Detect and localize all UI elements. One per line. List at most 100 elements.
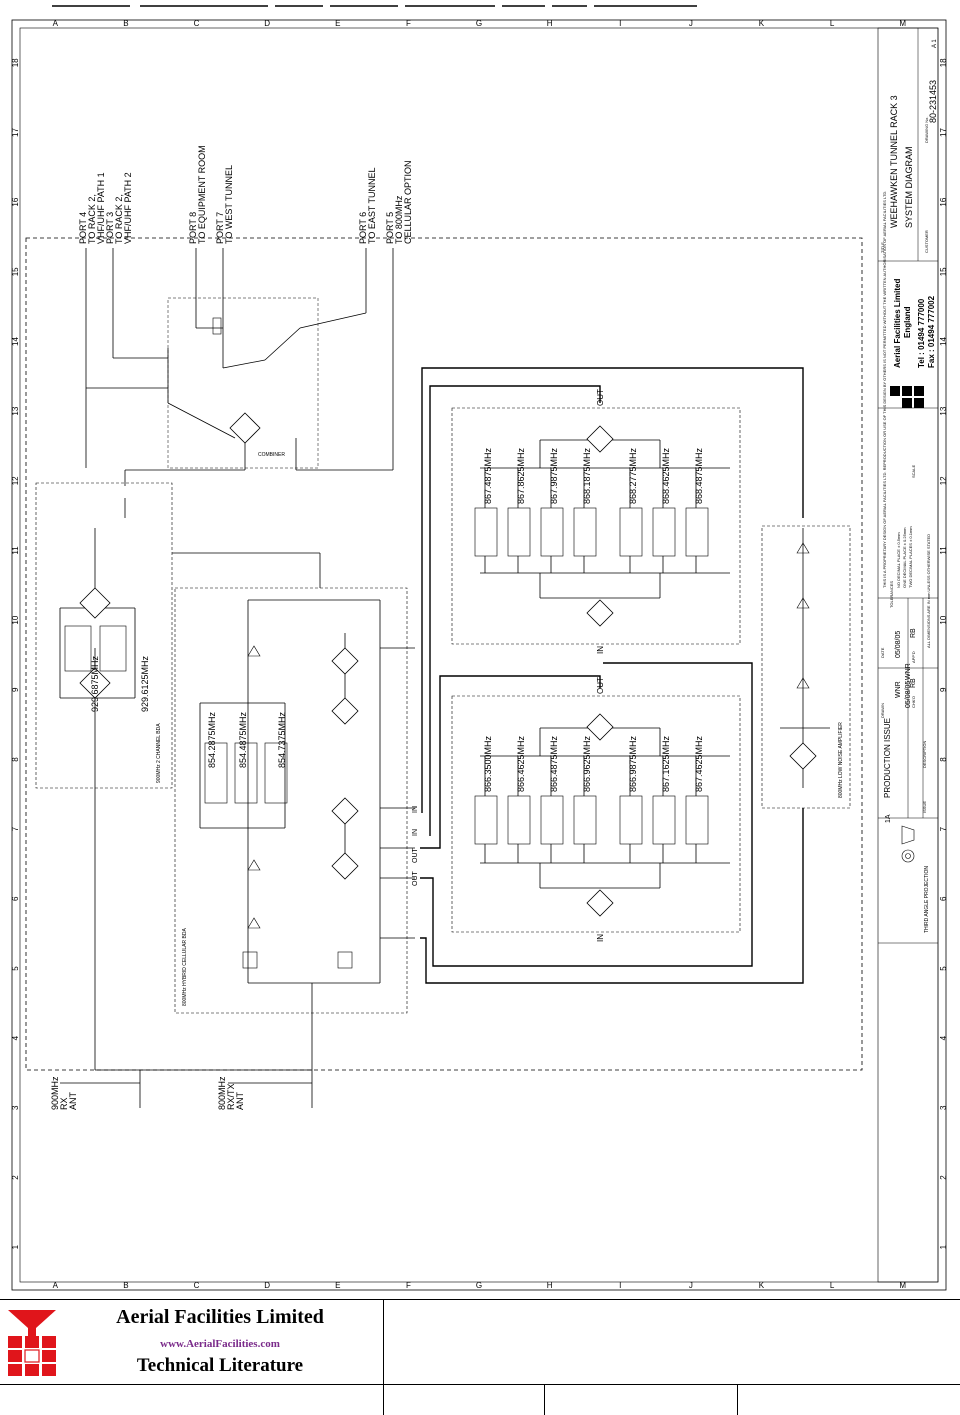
- grid-number: 7: [939, 826, 948, 831]
- ant900-ant: ANT: [68, 1091, 78, 1110]
- footer-company-name: Aerial Facilities Limited: [116, 1306, 324, 1328]
- channel-module: [573, 507, 597, 557]
- port5-option: CELLULAR OPTION: [403, 160, 413, 244]
- grid-number: 12: [11, 476, 20, 485]
- channel-module: [652, 795, 676, 845]
- port7-to: TO WEST TUNNEL: [224, 165, 234, 244]
- center-splitter-diamond: [331, 697, 359, 725]
- afl-logo-icon: [8, 1310, 56, 1376]
- grid-number: 18: [939, 58, 948, 67]
- chkd-value: RB: [910, 678, 917, 688]
- center-module-3: [264, 742, 288, 804]
- footer-url-link[interactable]: www.AerialFacilities.com: [160, 1338, 280, 1350]
- channel-frequency: 867.8625MHz: [516, 447, 526, 504]
- grid-letter: B: [123, 19, 128, 28]
- appd-label: APP'D: [911, 651, 916, 663]
- channel-frequency: 867.4625MHz: [694, 735, 704, 792]
- grid-number: 8: [939, 757, 948, 762]
- grid-letter: D: [264, 1281, 270, 1290]
- module-interconnects: [420, 367, 804, 984]
- channel-frequency: 868.4625MHz: [661, 447, 671, 504]
- grid-letter: M: [899, 19, 906, 28]
- channel-frequency: 868.2775MHz: [628, 447, 638, 504]
- left-bda-title: 900MHz 2 CHANNEL BDA: [156, 723, 162, 783]
- left-combiner-diamond: [79, 587, 111, 619]
- channel-module: [507, 507, 531, 557]
- center-bda-routing: [140, 599, 415, 1071]
- channel-module: [507, 795, 531, 845]
- grid-number: 6: [11, 896, 20, 901]
- issue-date: 05/08/05: [905, 681, 912, 708]
- grid-letter: E: [335, 19, 340, 28]
- center-combiner2-diamond: [331, 797, 359, 825]
- grid-number: 15: [11, 267, 20, 276]
- grid-number: 4: [939, 1035, 948, 1040]
- lower-in: IN: [596, 934, 605, 942]
- grid-number: 17: [939, 128, 948, 137]
- grid-number: 11: [11, 546, 20, 555]
- drawn-label: DRAWN: [880, 703, 885, 718]
- channel-module: [619, 795, 643, 845]
- tb-company: Aerial Facilities Limited: [893, 279, 902, 368]
- channel-module: [474, 795, 498, 845]
- ant800-ant: ANT: [235, 1091, 245, 1110]
- footer-cell-1: [0, 1385, 384, 1415]
- grid-number: 9: [11, 687, 20, 692]
- grid-letter: A: [53, 19, 59, 28]
- lower-module-routing: [480, 727, 730, 889]
- grid-number: 8: [11, 757, 20, 762]
- grid-letter: K: [759, 19, 765, 28]
- center-module-2: [234, 742, 258, 804]
- upper-out: OUT: [596, 389, 605, 406]
- footer-info-row: [0, 1384, 960, 1415]
- channel-module: [619, 507, 643, 557]
- grid-number: 12: [939, 476, 948, 485]
- channel-frequency: 866.4625MHz: [516, 735, 526, 792]
- tb-tel: Tel : 01494 777000: [917, 298, 926, 368]
- coupler-element: [212, 317, 222, 335]
- channel-frequency: 866.9875MHz: [628, 735, 638, 792]
- center-freq-2: 854.4875MHz: [238, 711, 248, 768]
- drawn-value: WNR: [895, 681, 902, 698]
- upper-splitter: [586, 599, 614, 627]
- logo-top: [8, 1310, 56, 1336]
- grid-number: 13: [939, 406, 948, 415]
- port4-label: PORT 4: [78, 212, 88, 244]
- left-module-b: [99, 625, 127, 672]
- grid-letter: H: [547, 19, 553, 28]
- channel-frequency: 867.4875MHz: [483, 447, 493, 504]
- left-900-bda: [35, 482, 173, 789]
- grid-letter: M: [899, 1281, 906, 1290]
- tolerances-2: ONE DECIMAL PLACE ± 0.25mm: [902, 527, 907, 588]
- date-value: 05/08/05: [895, 631, 902, 658]
- footer: Aerial Facilities Limited www.AerialFaci…: [0, 1299, 960, 1415]
- footer-cell-3: [545, 1385, 738, 1415]
- appd-value: RB: [910, 628, 917, 638]
- projection-circle-icon: [901, 849, 915, 863]
- grid-number: 16: [11, 197, 20, 206]
- antenna-feeds: [60, 1070, 313, 1108]
- grid-letter: G: [476, 1281, 482, 1290]
- copyright-text: THIS IS A PROPRIETARY DESIGN OF AERIAL F…: [882, 191, 887, 588]
- title-label: TITLE: [880, 242, 885, 253]
- port8-label: PORT 8: [188, 212, 198, 244]
- port7-label: PORT 7: [215, 212, 225, 244]
- grid-number: 7: [11, 826, 20, 831]
- left-freq-2: 929.6125MHz: [140, 655, 150, 712]
- combiner-label: COMBINER: [258, 452, 285, 458]
- port4-to: TO RACK 2,: [87, 194, 97, 244]
- amp-pa-2: [247, 917, 261, 929]
- top-strip: [0, 0, 960, 8]
- channel-frequency: 866.3500MHz: [483, 735, 493, 792]
- projection-label: THIRD ANGLE PROJECTION: [924, 866, 930, 933]
- scale-label: SCALE: [911, 465, 916, 478]
- left-splitter-diamond: [79, 667, 111, 699]
- issue-by: WNR: [905, 663, 912, 680]
- right-amp-3: [796, 677, 810, 689]
- grid-letter: F: [406, 19, 411, 28]
- channel-frequency: 866.4875MHz: [549, 735, 559, 792]
- tolerances-1: NO DECIMAL PLACE ± 0.5mm: [896, 532, 901, 588]
